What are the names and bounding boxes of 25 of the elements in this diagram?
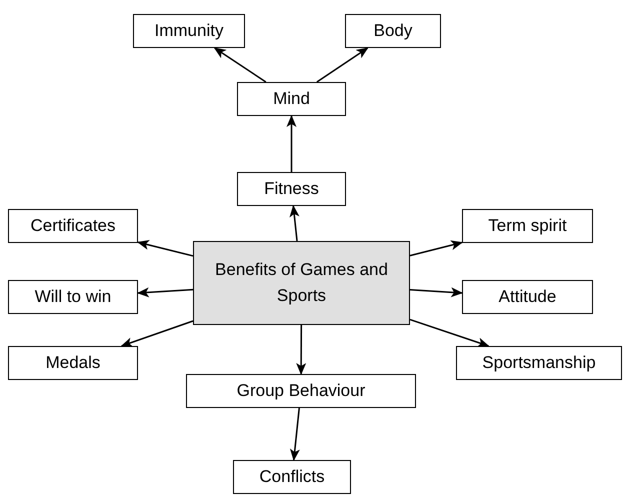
topic-box: Term spirit <box>462 209 593 243</box>
arrow <box>120 320 194 348</box>
topic-box: Group Behaviour <box>186 374 416 408</box>
arrow <box>296 325 306 375</box>
topic-box: Medals <box>8 346 138 380</box>
topic-box: Immunity <box>133 14 245 48</box>
topic-box: Attitude <box>462 280 593 314</box>
arrow <box>214 47 266 83</box>
central-topic-box: Benefits of Games and Sports <box>193 241 410 325</box>
topic-box: Conflicts <box>233 460 351 494</box>
arrow <box>137 287 194 298</box>
arrow <box>316 47 368 83</box>
topic-box: Sportsmanship <box>456 346 622 380</box>
arrow <box>410 318 490 348</box>
arrow <box>290 408 300 461</box>
arrow <box>410 240 463 256</box>
arrow <box>410 287 463 298</box>
topic-box: Fitness <box>237 172 346 206</box>
topic-box: Will to win <box>8 280 138 314</box>
topic-box: Body <box>345 14 441 48</box>
topic-box: Certificates <box>8 209 138 243</box>
arrow <box>290 205 300 242</box>
arrow <box>286 115 296 172</box>
arrow <box>137 240 194 257</box>
topic-box: Mind <box>237 82 346 116</box>
